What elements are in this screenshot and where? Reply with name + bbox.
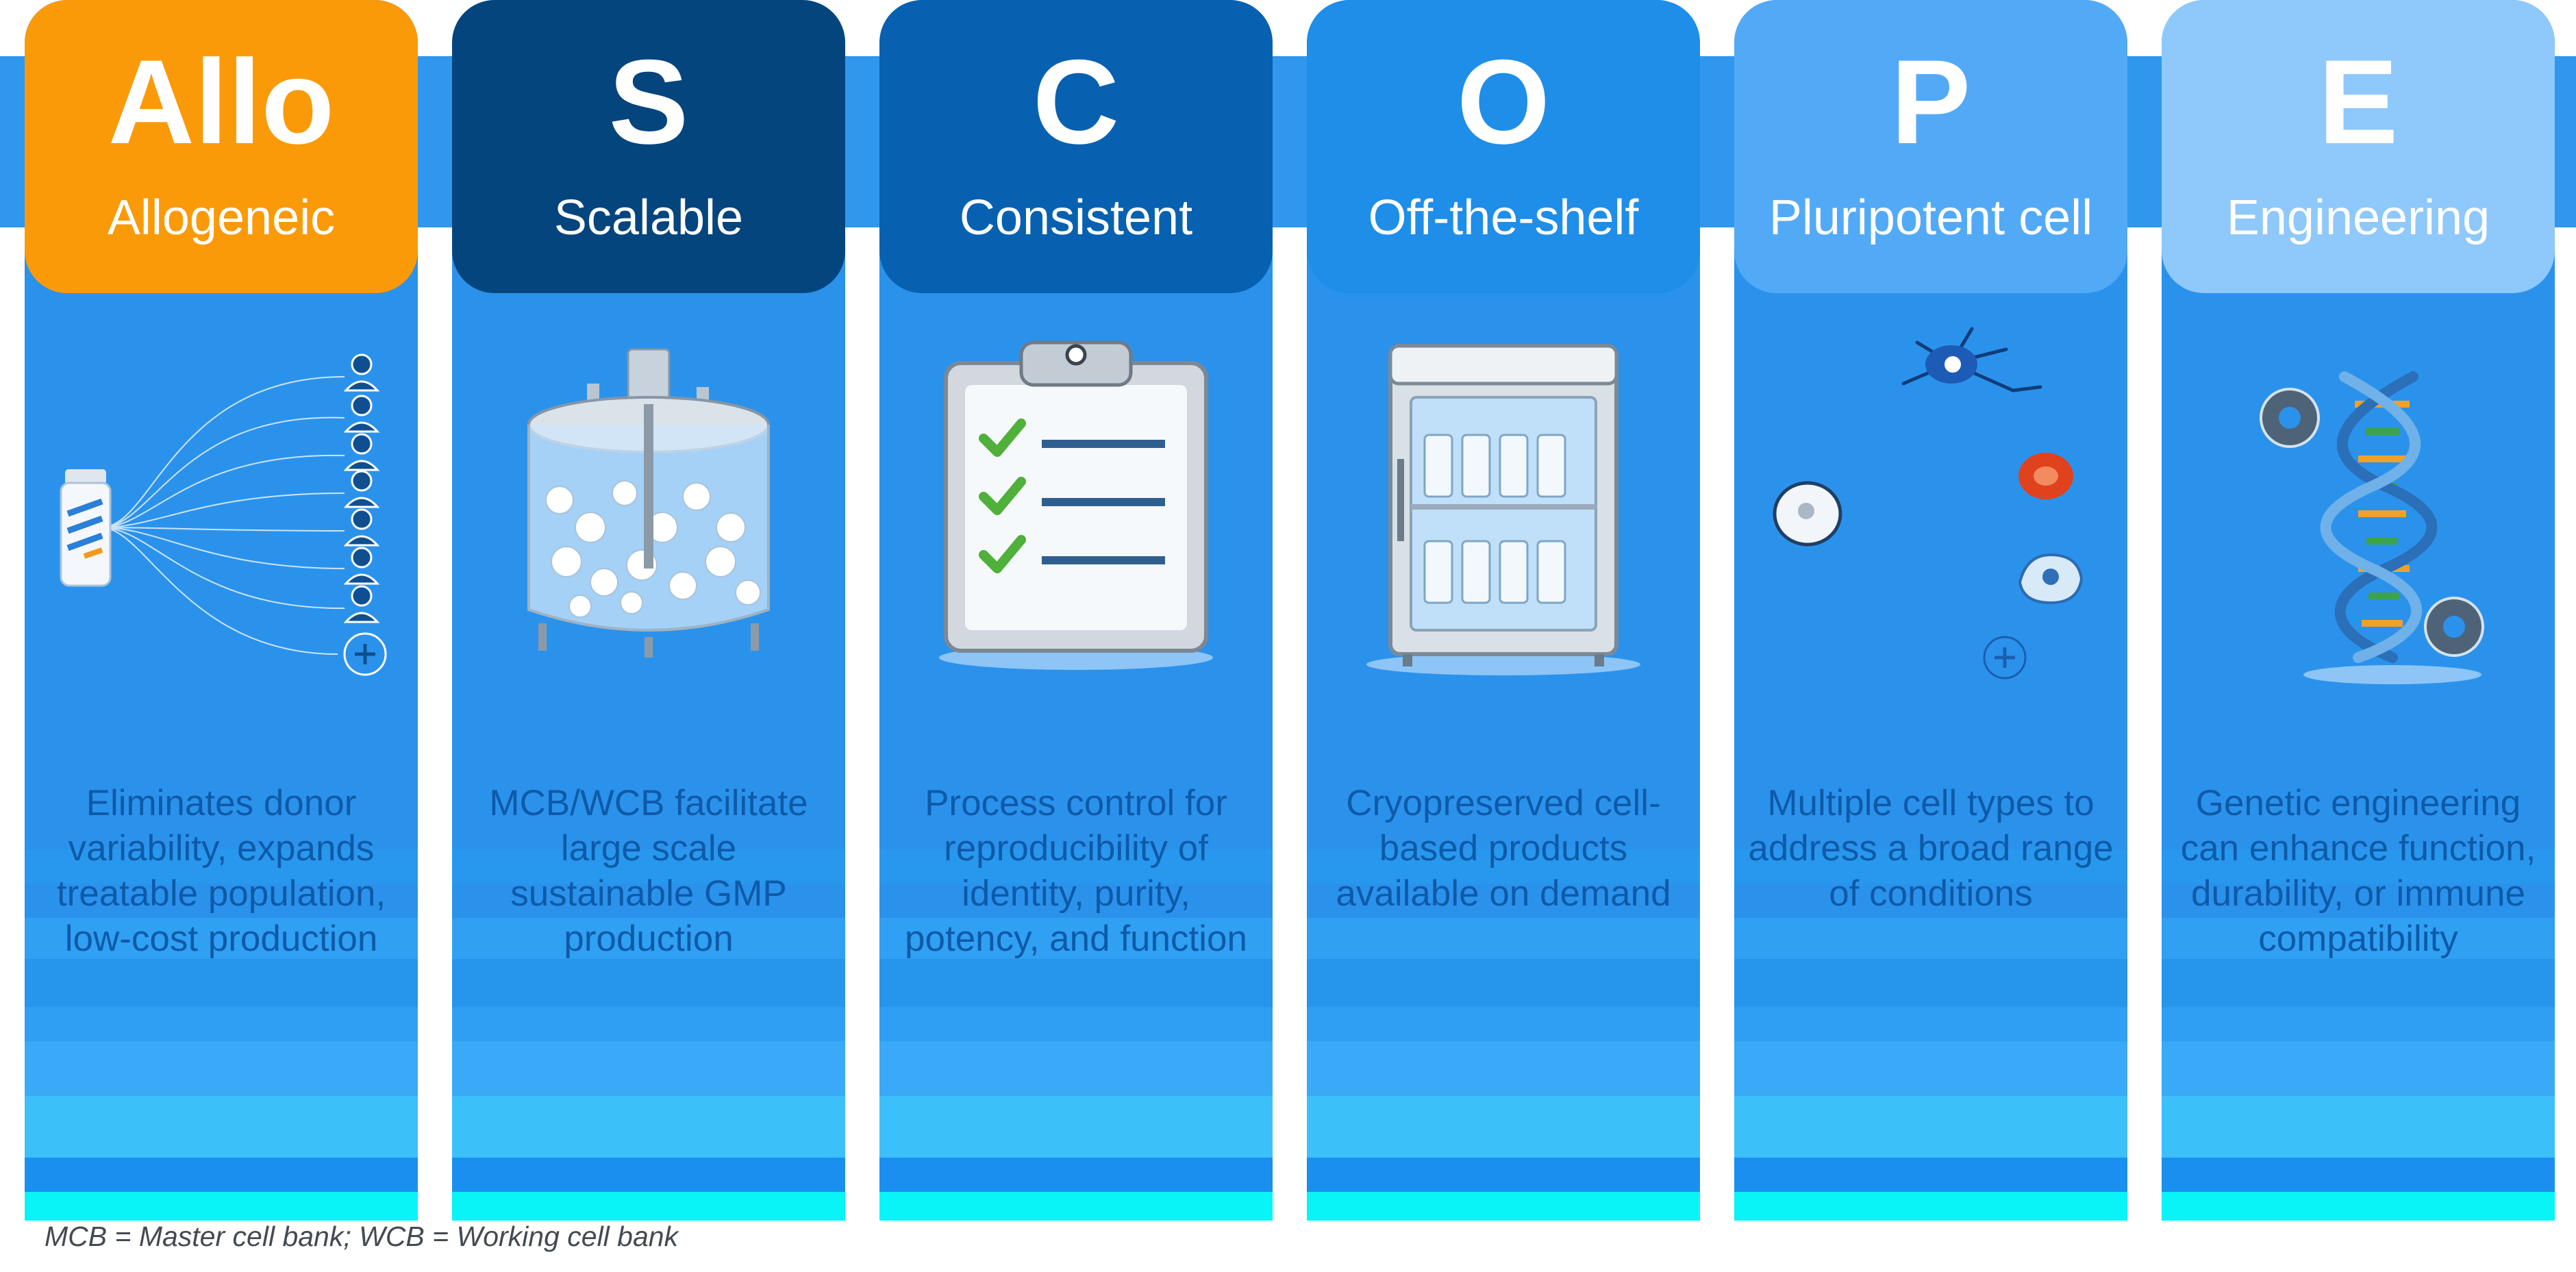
- column-pluripotent: P Pluripotent cell Multiple cell types t…: [1734, 0, 2127, 1221]
- header-consistent: C Consistent: [879, 0, 1273, 293]
- column-consistent: C Consistent Process control for reprodu…: [879, 0, 1273, 1221]
- cell-types-icon: [1773, 327, 2084, 679]
- description-pluripotent: Multiple cell types to address a broad r…: [1748, 783, 2114, 914]
- word-allogeneic: Allogeneic: [107, 190, 336, 245]
- description-consistent: Process control for reproducibility of i…: [905, 783, 1247, 959]
- column-scalable: S Scalable MCB/WCB facilitate large scal…: [452, 0, 845, 1221]
- header-band: [0, 56, 2576, 227]
- column-off-the-shelf: O Off-the-shelf Cryopreserved cell-based…: [1307, 0, 1700, 1221]
- header-scalable: S Scalable: [452, 0, 845, 293]
- header-off-the-shelf: O Off-the-shelf: [1307, 0, 1700, 293]
- word-pluripotent-cell: Pluripotent cell: [1768, 190, 2093, 245]
- freezer-vials-icon: [1366, 344, 1640, 675]
- header-allo: Allo Allogeneic: [25, 0, 418, 293]
- letter-o: O: [1456, 36, 1551, 169]
- column-allo: Allo Allogeneic Eliminates don: [25, 0, 418, 1221]
- description-off-the-shelf: Cryopreserved cell-based products availa…: [1336, 783, 1671, 914]
- word-consistent: Consistent: [959, 190, 1193, 245]
- letter-s: S: [608, 36, 689, 169]
- letter-p: P: [1890, 36, 1971, 169]
- dna-gears-icon: [2260, 371, 2484, 684]
- letter-c: C: [1032, 36, 1120, 169]
- column-engineering: E Engineering Genetic engineering can en…: [2162, 0, 2555, 1221]
- clipboard-checklist-icon: [939, 340, 1213, 670]
- letter-e: E: [2318, 36, 2399, 169]
- bioreactor-icon: [527, 348, 770, 658]
- word-scalable: Scalable: [553, 190, 744, 245]
- description-engineering: Genetic engineering can enhance function…: [2180, 783, 2536, 959]
- footnote: MCB = Master cell bank; WCB = Working ce…: [45, 1221, 679, 1252]
- header-engineering: E Engineering: [2162, 0, 2555, 293]
- word-off-the-shelf: Off-the-shelf: [1368, 190, 1639, 245]
- header-pluripotent: P Pluripotent cell: [1734, 0, 2127, 293]
- vial-to-patients-icon: [60, 353, 387, 676]
- description-scalable: MCB/WCB facilitate large scale sustainab…: [489, 783, 808, 959]
- word-engineering: Engineering: [2226, 190, 2490, 245]
- letter-allo: Allo: [108, 36, 335, 169]
- description-allo: Eliminates donor variability, expands tr…: [56, 783, 386, 959]
